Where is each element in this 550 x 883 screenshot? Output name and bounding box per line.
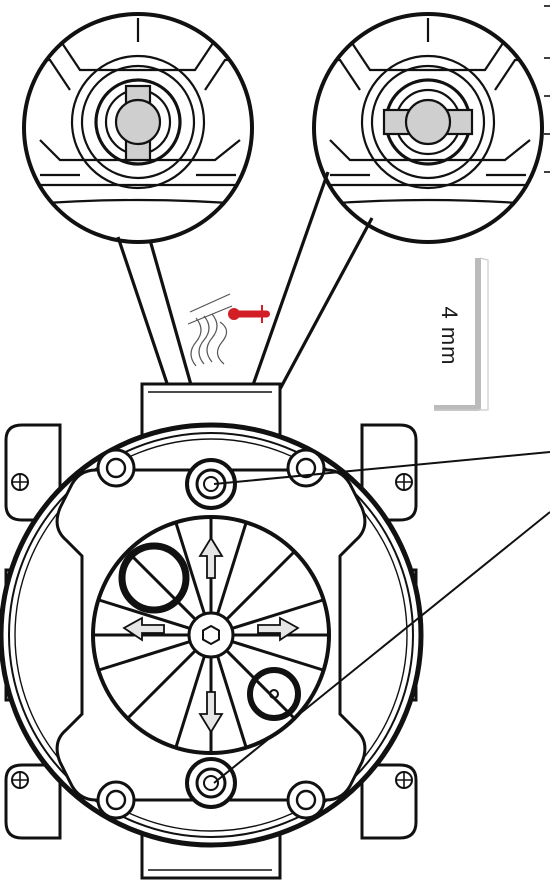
mounting-ear-bl bbox=[4, 763, 62, 840]
center-hex-nut bbox=[187, 611, 235, 659]
valve-spindle-horizontal bbox=[382, 98, 474, 146]
stop-valve-top bbox=[185, 458, 237, 510]
edge-marks bbox=[544, 5, 550, 173]
valve-body bbox=[0, 382, 424, 880]
stop-valve-bottom bbox=[185, 757, 237, 809]
mounting-ear-tl bbox=[4, 423, 62, 522]
detail-view-right bbox=[312, 12, 544, 244]
mounting-ear-br bbox=[360, 763, 418, 840]
wrench-size-label: 4 mm bbox=[437, 307, 462, 366]
flow-arrows bbox=[122, 536, 300, 734]
valve-spindle-vertical bbox=[114, 84, 162, 162]
hex-key-icon bbox=[434, 257, 489, 411]
corner-screws bbox=[96, 448, 326, 820]
thermometer-icon bbox=[228, 305, 270, 323]
outlet-port-small bbox=[247, 667, 301, 721]
detail-view-left bbox=[22, 12, 254, 244]
stop-valve-callouts bbox=[213, 451, 550, 784]
heat-waves-icon bbox=[187, 293, 233, 367]
